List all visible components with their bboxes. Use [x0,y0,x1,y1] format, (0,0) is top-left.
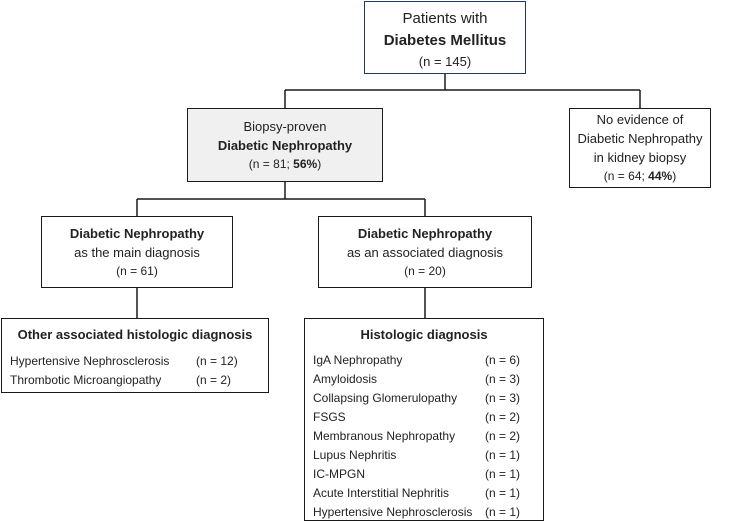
diagnosis-count: (n = 3) [485,391,521,405]
assoc-dx-line2: as an associated diagnosis [346,245,504,260]
list-item: Lupus Nephritis (n = 1) [313,446,535,465]
list-item: Acute Interstitial Nephritis (n = 1) [313,484,535,503]
diagnosis-count: (n = 1) [485,467,521,481]
diagnosis-label: Acute Interstitial Nephritis [313,486,450,500]
biopsy-count-prefix: (n = 81; [248,157,294,171]
list-item: IC-MPGN (n = 1) [313,465,535,484]
no-evidence-line2: Diabetic Nephropathy [577,131,703,146]
no-evidence-count: (n = 64; 44%) [570,167,710,186]
assoc-dx-count: (n = 20) [404,264,446,278]
other-histologic-box: Other associated histologic diagnosis Hy… [1,318,269,393]
list-item: Membranous Nephropathy (n = 2) [313,427,535,446]
histologic-title: Histologic diagnosis [360,327,488,342]
diagnosis-label: Collapsing Glomerulopathy [313,391,458,405]
main-dx-count: (n = 61) [116,264,158,278]
list-item: FSGS (n = 2) [313,408,535,427]
other-histologic-list: Hypertensive Nephrosclerosis (n = 12) Thro… [10,352,260,390]
diagnosis-count: (n = 3) [485,372,521,386]
biopsy-proven-box: Biopsy-proven Diabetic Nephropathy (n = … [187,108,383,182]
root-line1: Patients with [402,10,488,27]
diagnosis-label: Membranous Nephropathy [313,429,456,443]
diagnosis-count: (n = 2) [485,429,521,443]
list-item: Hypertensive Nephrosclerosis (n = 12) [10,352,260,371]
diagnosis-count: (n = 1) [485,505,521,519]
main-dx-line2: as the main diagnosis [74,245,200,260]
diagnosis-count: (n = 12) [196,354,238,368]
biopsy-count: (n = 81; 56%) [188,155,382,174]
associated-diagnosis-box: Diabetic Nephropathy as an associated di… [318,216,532,288]
biopsy-count-suffix: ) [317,157,322,171]
list-item: Thrombotic Microangiopathy (n = 2) [10,371,260,390]
diagnosis-label: Thrombotic Microangiopathy [10,373,162,387]
no-evidence-box: No evidence of Diabetic Nephropathy in k… [569,108,711,188]
biopsy-line2: Diabetic Nephropathy [217,138,353,153]
histologic-list: IgA Nephropathy (n = 6) Amyloidosis (n = 3)… [313,351,535,522]
list-item: IgA Nephropathy (n = 6) [313,351,535,370]
diagnosis-count: (n = 1) [485,486,521,500]
diagnosis-count: (n = 2) [196,373,232,387]
main-diagnosis-box: Diabetic Nephropathy as the main diagnos… [41,216,233,288]
no-evidence-count-suffix: ) [672,169,677,183]
no-evidence-count-prefix: (n = 64; [603,169,649,183]
diagnosis-label: IC-MPGN [313,467,365,481]
biopsy-line1: Biopsy-proven [243,119,327,134]
other-histologic-title: Other associated histologic diagnosis [17,327,253,342]
no-evidence-pct: 44% [648,169,673,183]
list-item: Hypertensive Nephrosclerosis (n = 1) [313,503,535,522]
list-item: Collapsing Glomerulopathy (n = 3) [313,389,535,408]
root-box: Patients with Diabetes Mellitus (n = 145… [364,1,526,74]
no-evidence-line1: No evidence of [596,112,684,127]
diagnosis-count: (n = 2) [485,410,521,424]
root-count: (n = 145) [418,54,472,69]
diagnosis-label: FSGS [313,410,346,424]
diagnosis-label: IgA Nephropathy [313,353,403,367]
diagnosis-label: Amyloidosis [313,372,378,386]
diagnosis-label: Hypertensive Nephrosclerosis [10,354,170,368]
list-item: Amyloidosis (n = 3) [313,370,535,389]
assoc-dx-line1: Diabetic Nephropathy [357,226,493,241]
diagnosis-label: Lupus Nephritis [313,448,397,462]
main-dx-line1: Diabetic Nephropathy [69,226,205,241]
root-line2: Diabetes Mellitus [383,32,507,49]
diagnosis-label: Hypertensive Nephrosclerosis [313,505,473,519]
diagnosis-count: (n = 6) [485,353,521,367]
biopsy-pct: 56% [293,157,318,171]
no-evidence-line3: in kidney biopsy [593,150,687,165]
diagnosis-count: (n = 1) [485,448,521,462]
histologic-diagnosis-box: Histologic diagnosis IgA Nephropathy (n =… [304,318,544,521]
